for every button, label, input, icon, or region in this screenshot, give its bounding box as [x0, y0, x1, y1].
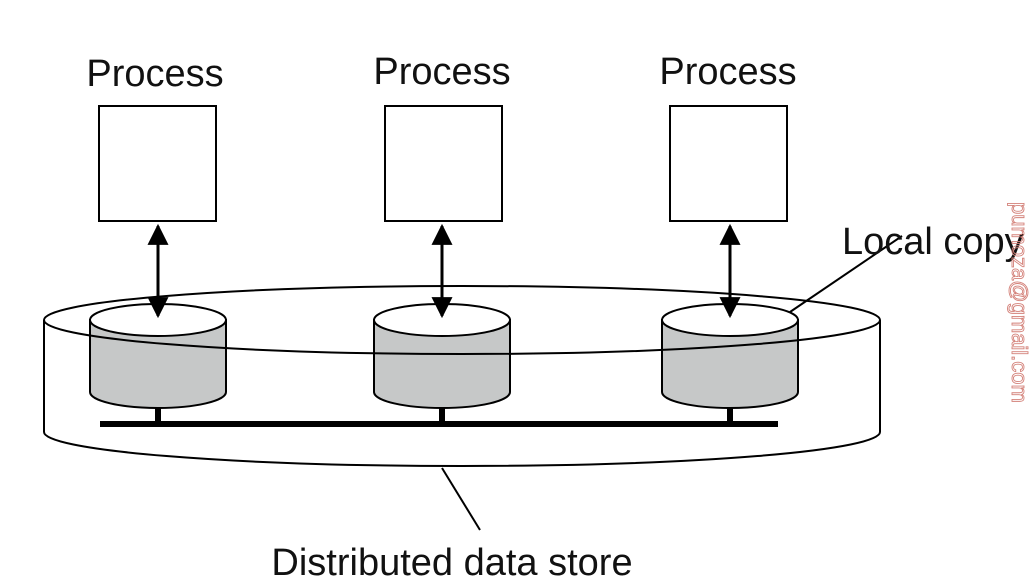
data-store-drum-top — [43, 285, 881, 355]
email-watermark: pumoza@gmail.com — [1007, 202, 1032, 403]
local-copy-label: Local copy — [842, 221, 1024, 263]
data-store-label: Distributed data store — [271, 542, 632, 584]
local-copy-leader-line — [789, 235, 903, 313]
cylinder-1-body — [89, 319, 227, 409]
process-box-1 — [98, 105, 217, 222]
process-label-1: Process — [86, 53, 223, 95]
process-box-2 — [384, 105, 503, 222]
cylinder-3-body — [661, 319, 799, 409]
process-label-3: Process — [659, 51, 796, 93]
process-label-2: Process — [373, 51, 510, 93]
process-box-3 — [669, 105, 788, 222]
local-copy-cylinder-3 — [661, 303, 799, 409]
local-copy-cylinder-1 — [89, 303, 227, 409]
data-store-leader-line — [441, 467, 481, 531]
local-copy-cylinder-2 — [373, 303, 511, 409]
cylinder-2-body — [373, 319, 511, 409]
